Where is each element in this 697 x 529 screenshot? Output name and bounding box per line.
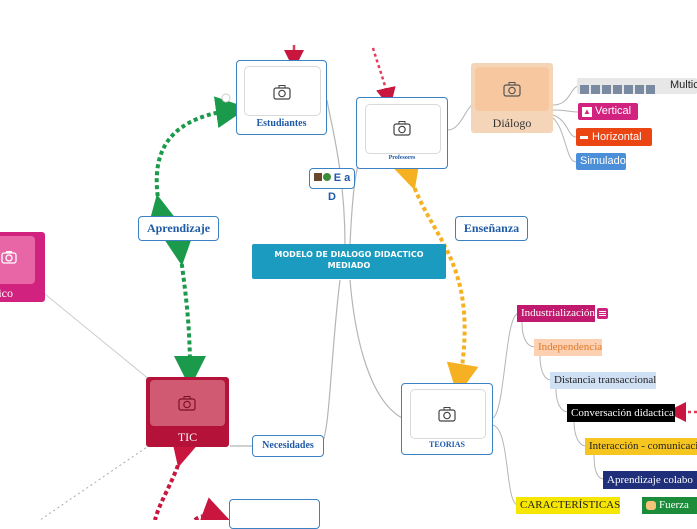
node-profesores[interactable]: Profesores	[356, 97, 448, 169]
fuerza-tag[interactable]: Fuerza	[642, 497, 697, 514]
distancia-label: Distancia transaccional	[554, 374, 656, 386]
central-topic-label: MODELO DE DIALOGO DIDACTICO MEDIADO	[274, 250, 424, 270]
ead-label: E a D	[328, 172, 351, 203]
node-bottom-partial[interactable]	[229, 499, 320, 529]
link-estudiantes	[326, 99, 346, 246]
simulado-label: Simulado	[580, 155, 626, 167]
camera-icon	[1, 251, 17, 264]
node-ensenanza[interactable]: Enseñanza	[455, 216, 528, 241]
node-left-partial[interactable]: lico	[0, 232, 45, 302]
menu-icon[interactable]	[597, 308, 608, 319]
node-dialogo-label: Diálogo	[492, 116, 532, 130]
caracteristicas-label: CARACTERÍSTICAS	[520, 499, 620, 511]
node-aprendizaje[interactable]: Aprendizaje	[138, 216, 219, 241]
muscle-icon	[646, 500, 656, 510]
multi-label: Multic	[670, 79, 697, 91]
central-topic[interactable]: MODELO DE DIALOGO DIDACTICO MEDIADO	[252, 244, 446, 279]
distancia-tag[interactable]: Distancia transaccional	[550, 372, 656, 389]
arrow-icons	[580, 81, 670, 94]
node-teorias[interactable]: TEORIAS	[401, 383, 493, 455]
camera-icon	[178, 396, 196, 411]
aprendizaje-label: Aprendizaje	[146, 221, 211, 235]
link-teorias	[349, 279, 403, 419]
green-arrow-top	[147, 96, 248, 229]
aprendizaje-colab-label: Aprendizaje colabo	[607, 474, 693, 486]
camera-icon	[438, 407, 456, 422]
independencia-tag[interactable]: Independencia	[534, 339, 602, 356]
aprendizaje-colab-tag[interactable]: Aprendizaje colabo	[603, 471, 697, 489]
necesidades-label: Necesidades	[262, 440, 314, 451]
link-necesidades	[319, 279, 341, 447]
link-left	[39, 289, 151, 381]
node-tic[interactable]: TIC	[146, 377, 229, 447]
interaccion-tag[interactable]: Interacción - comunicació	[585, 438, 697, 455]
globe-icon	[322, 173, 331, 181]
node-tic-label: TIC	[177, 430, 198, 444]
node-left-label: lico	[0, 286, 13, 300]
node-ead[interactable]: E a D	[309, 168, 355, 203]
vertical-tag[interactable]: ▲Vertical	[578, 103, 638, 120]
node-dialogo[interactable]: Diálogo	[471, 63, 553, 133]
red-arrow-bottom	[193, 497, 233, 520]
orange-arrow	[389, 154, 479, 396]
thumbs-up-icon: ▲	[582, 107, 592, 117]
independencia-label: Independencia	[538, 341, 602, 353]
red-arrow-tic	[153, 432, 202, 520]
industrializacion-label: Industrialización	[521, 307, 595, 319]
ensenanza-label: Enseñanza	[463, 221, 520, 235]
conversacion-label: Conversación didactica	[571, 407, 674, 419]
conversacion-tag[interactable]: Conversación didactica	[567, 404, 675, 422]
camera-icon	[273, 85, 291, 100]
node-necesidades[interactable]: Necesidades	[252, 435, 324, 457]
caracteristicas-tag[interactable]: CARACTERÍSTICAS	[516, 497, 620, 514]
horizontal-label: Horizontal	[592, 131, 642, 143]
horizontal-tag[interactable]: Horizontal	[576, 128, 652, 146]
link-dotted-left	[39, 444, 151, 520]
interaccion-label: Interacción - comunicació	[589, 440, 697, 452]
simulado-tag[interactable]: Simulado	[576, 153, 626, 170]
fuerza-label: Fuerza	[659, 499, 689, 511]
node-profesores-label: Profesores	[388, 155, 416, 161]
node-estudiantes[interactable]: Estudiantes	[236, 60, 327, 135]
books-icon	[313, 173, 322, 181]
camera-icon	[503, 82, 521, 97]
minus-icon	[580, 135, 588, 139]
vertical-label: Vertical	[595, 105, 632, 117]
node-estudiantes-label: Estudiantes	[256, 118, 307, 129]
node-teorias-label: TEORIAS	[428, 440, 465, 449]
camera-icon	[393, 121, 411, 136]
red-arrow-top-1	[371, 47, 396, 108]
industrializacion-tag[interactable]: Industrialización	[517, 305, 595, 322]
multi-toolbar[interactable]: Multic	[577, 78, 697, 94]
green-arrow-bottom	[162, 232, 206, 388]
